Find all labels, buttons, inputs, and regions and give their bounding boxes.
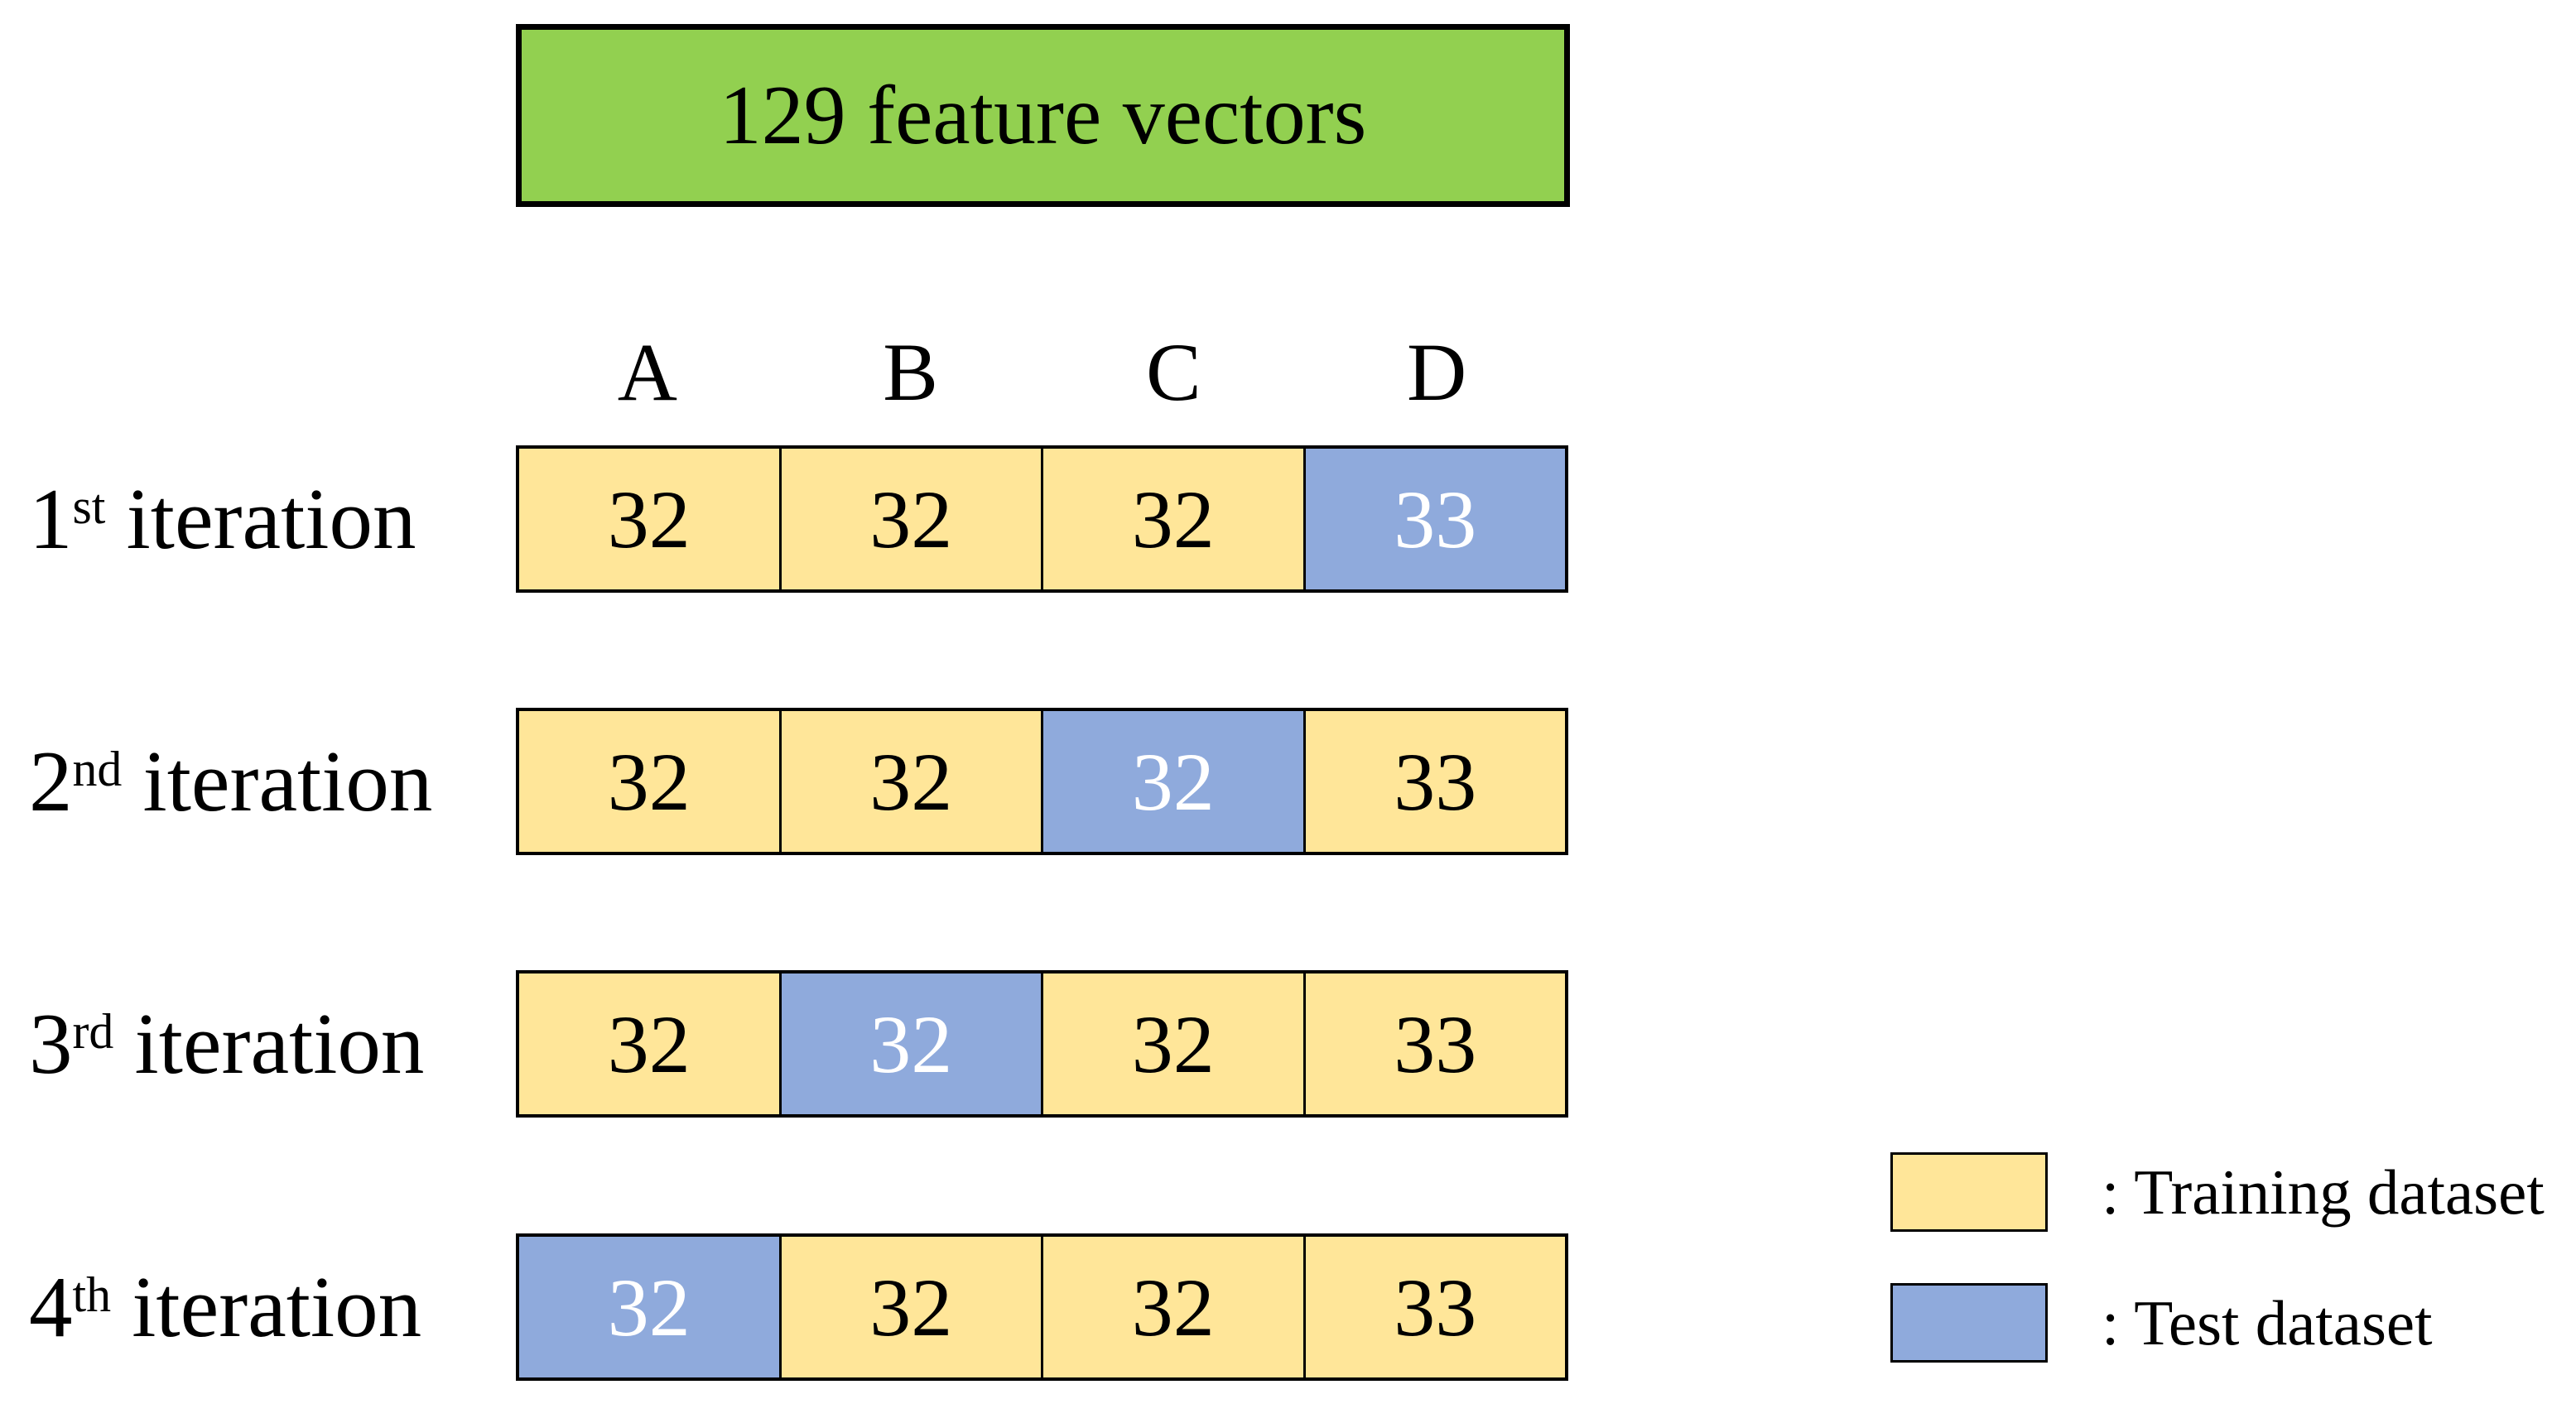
column-headers: A B C D <box>516 329 1568 416</box>
iteration-word: iteration <box>132 1258 422 1355</box>
cell-a-test: 32 <box>519 1237 782 1377</box>
iteration-ordinal: 2 <box>29 733 73 829</box>
iteration-ordinal-suffix: nd <box>72 742 123 797</box>
cell-c-train: 32 <box>1043 974 1306 1114</box>
cell-b-train: 32 <box>781 1237 1043 1377</box>
cell-d-test: 33 <box>1305 449 1565 589</box>
cell-c-test: 32 <box>1043 711 1306 852</box>
legend-swatch-train <box>1890 1152 2048 1232</box>
cell-b-train: 32 <box>781 711 1043 852</box>
iteration-ordinal-suffix: st <box>72 479 106 535</box>
cell-a-train: 32 <box>519 974 782 1114</box>
iteration-word: iteration <box>142 733 433 829</box>
column-header-d: D <box>1407 326 1467 418</box>
cell-a-train: 32 <box>519 711 782 852</box>
iteration-ordinal-suffix: th <box>72 1267 112 1323</box>
cell-c-train: 32 <box>1043 1237 1306 1377</box>
column-header-c: C <box>1146 326 1201 418</box>
cell-a-train: 32 <box>519 449 782 589</box>
iteration-label: 2nd iteration <box>29 708 432 855</box>
iteration-ordinal: 3 <box>29 995 73 1092</box>
cell-c-train: 32 <box>1043 449 1306 589</box>
legend-label: : Test dataset <box>2102 1287 2433 1358</box>
iteration-ordinal-suffix: rd <box>72 1004 114 1060</box>
cell-b-train: 32 <box>781 449 1043 589</box>
legend-swatch-test <box>1890 1283 2048 1363</box>
legend-entry-test: : Test dataset <box>1890 1283 2432 1363</box>
legend-label: : Training dataset <box>2102 1156 2545 1228</box>
iteration-ordinal: 4 <box>29 1258 73 1355</box>
cell-d-train: 33 <box>1305 711 1565 852</box>
iteration-label: 1st iteration <box>29 445 416 593</box>
cell-d-train: 33 <box>1305 974 1565 1114</box>
iteration-word: iteration <box>134 995 425 1092</box>
iteration-ordinal: 1 <box>29 470 73 567</box>
column-header-a: A <box>617 326 677 418</box>
iteration-label: 4th iteration <box>29 1233 421 1381</box>
feature-vectors-box: 129 feature vectors <box>516 24 1570 207</box>
iteration-label: 3rd iteration <box>29 970 424 1118</box>
column-header-b: B <box>883 326 938 418</box>
legend-entry-train: : Training dataset <box>1890 1152 2545 1232</box>
cell-d-train: 33 <box>1305 1237 1565 1377</box>
feature-vectors-label: 129 feature vectors <box>719 69 1367 162</box>
cell-b-test: 32 <box>781 974 1043 1114</box>
iteration-word: iteration <box>126 470 416 567</box>
